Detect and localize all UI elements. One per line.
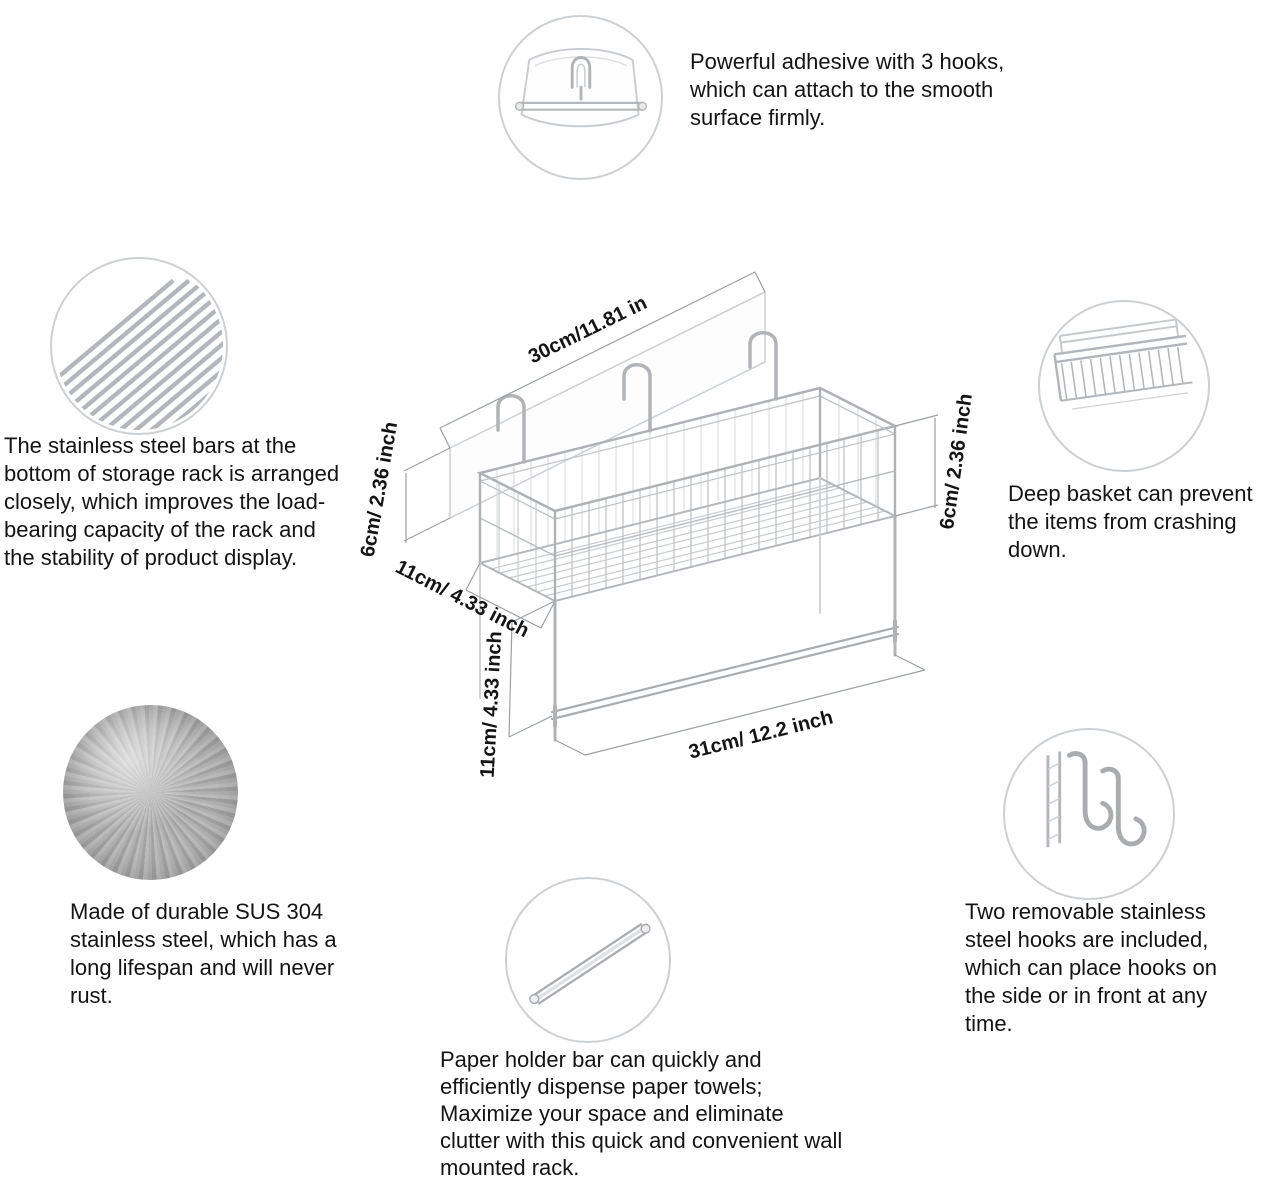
- basket-bottom-bars: [490, 483, 886, 597]
- brushed-steel-icon: [63, 705, 238, 880]
- callout-text-adhesive: Powerful adhesive with 3 hooks, which ca…: [690, 49, 1005, 130]
- bar-brackets: [553, 619, 897, 728]
- paper-bar-icon: [529, 922, 651, 1005]
- dimension-leader-lines: [403, 271, 939, 756]
- callout-circle-paper: [505, 877, 671, 1043]
- basket-corner-posts: [478, 388, 897, 601]
- callout-circle-hooks: [1003, 728, 1175, 900]
- callout-circle-adhesive: [498, 15, 663, 180]
- steel-bars-icon: [54, 278, 224, 431]
- callout-text-paper: Paper holder bar can quickly and efficie…: [440, 1047, 843, 1180]
- back-legs: [479, 477, 821, 699]
- removable-hooks-icon: [1046, 751, 1147, 848]
- wall-rack-drawing: [403, 271, 939, 756]
- callout-text-bars: The stainless steel bars at the bottom o…: [4, 433, 340, 570]
- callout-circle-bars: [50, 257, 228, 435]
- callout-text-basket: Deep basket can prevent the items from c…: [1008, 481, 1253, 562]
- callout-text-steel: Made of durable SUS 304 stainless steel,…: [70, 899, 337, 1008]
- basket-back-wires: [496, 392, 804, 559]
- callout-text-hooks: Two removable stainless steel hooks are …: [965, 899, 1217, 1036]
- mounting-hooks: [496, 331, 778, 464]
- basket-mid-rail: [479, 470, 896, 557]
- adhesive-hook-icon: [514, 48, 648, 128]
- callout-circle-basket: [1038, 300, 1210, 472]
- deep-basket-icon: [1053, 318, 1193, 410]
- paper-holder-bar: [550, 625, 900, 721]
